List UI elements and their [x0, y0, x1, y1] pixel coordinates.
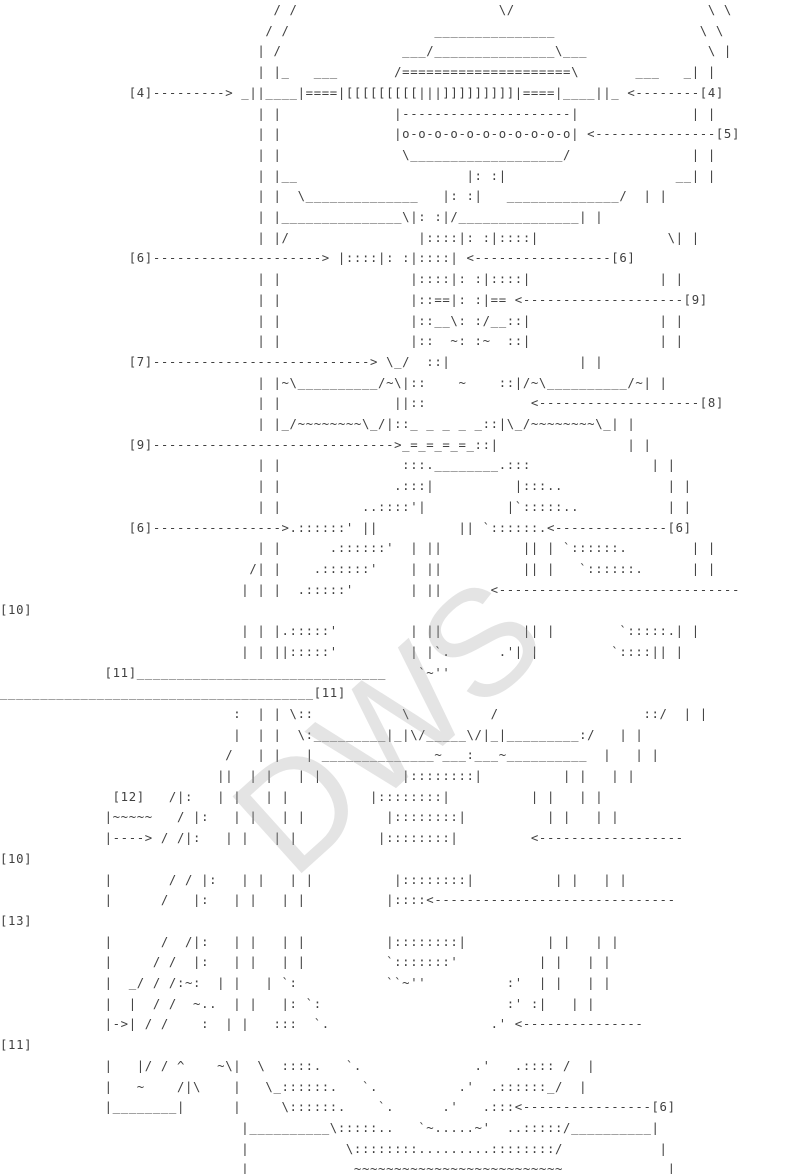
- diagram-line: / / \/ \ \: [0, 3, 732, 17]
- diagram-line: | | |::==|: :|== <--------------------[9…: [0, 292, 708, 307]
- diagram-line: || | | | | |::::::::| | | | |: [0, 769, 636, 784]
- diagram-line: [6]---------------->.::::::' || || `::::…: [0, 520, 692, 535]
- diagram-line: | |__ |: :| __| |: [0, 168, 716, 183]
- diagram-line: | | |::__\: :/__::| | |: [0, 313, 684, 328]
- diagram-line: _______________________________________[…: [0, 686, 346, 701]
- diagram-line: | | |.:::::' | || || | `:::::.| |: [0, 624, 700, 639]
- diagram-line: [13]: [0, 913, 33, 928]
- diagram-line: |->| / / : | | ::: `. .' <--------------…: [0, 1017, 644, 1032]
- diagram-line: | | / / ~.. | | |: `: :' :| | |: [0, 996, 596, 1011]
- diagram-line: | | ||:: <--------------------[8]: [0, 396, 724, 411]
- diagram-line: | |_______________\|: :|/_______________…: [0, 210, 604, 225]
- diagram-line: | | \______________ |: :| ______________…: [0, 189, 668, 204]
- diagram-line: | / |: | | | | |::::<-------------------…: [0, 893, 676, 908]
- diagram-line: | \::::::::.........::::::::/ |: [0, 1141, 668, 1156]
- diagram-line: | | :::.________.::: | |: [0, 458, 676, 473]
- diagram-line: [12] /|: | | | | |::::::::| | | | |: [0, 789, 604, 804]
- diagram-line: | | |::::|: :|::::| | |: [0, 272, 684, 287]
- diagram-line: | ~ /|\ | \_::::::. `. .' .::::::_/ |: [0, 1079, 588, 1094]
- diagram-line: [11]_______________________________ `~'': [0, 665, 451, 680]
- diagram-line: |----> / /|: | | | | |::::::::| <-------…: [0, 831, 684, 846]
- diagram-line: | |~\__________/~\|:: ~ ::|/~\__________…: [0, 375, 668, 390]
- diagram-line: |__________\:::::.. `~.....~' ..:::::/__…: [0, 1120, 660, 1135]
- diagram-line: [11]: [0, 1038, 33, 1053]
- diagram-line: [7]---------------------------> \_/ ::| …: [0, 354, 604, 369]
- diagram-line: | |_ ___ /=====================\ ___ _| …: [0, 65, 716, 80]
- diagram-line: | | |:: ~: :~ ::| | |: [0, 334, 684, 349]
- diagram-line: | | .::::::' | || || | `::::::. | |: [0, 541, 716, 556]
- diagram-line: | / / |: | | | | `:::::::' | | | |: [0, 955, 612, 970]
- diagram-line: | | | \:_________|_|\/_____\/|_|________…: [0, 727, 644, 742]
- diagram-line: / | | | ______________~___:___~_________…: [0, 748, 660, 763]
- diagram-line: | | ||:::::' | |`. .'| | `::::|| |: [0, 644, 684, 659]
- diagram-line: | | .:::| |:::.. | |: [0, 479, 692, 494]
- diagram-line: / / _______________ \ \: [0, 23, 724, 38]
- diagram-line: | ~~~~~~~~~~~~~~~~~~~~~~~~~~ |: [0, 1162, 676, 1174]
- diagram-line: [4]---------> _||____|====|[[[[[[[[[|||]…: [0, 85, 724, 100]
- diagram-line: [10]: [0, 851, 33, 866]
- diagram-line: | |/ / ^ ~\| \ ::::. `. .' .:::: / |: [0, 1058, 596, 1073]
- diagram-line: | / ___/_______________\___ \ |: [0, 44, 732, 59]
- diagram-line: | / /|: | | | | |::::::::| | | | |: [0, 934, 620, 949]
- diagram-line: | |_/~~~~~~~~\_/|::_ _ _ _ _::|\_/~~~~~~…: [0, 417, 636, 432]
- diagram-line: : | | \:: \ / ::/ | |: [0, 706, 708, 721]
- diagram-line: | | \___________________/ | |: [0, 147, 716, 162]
- diagram-line: | | | .:::::' | || <--------------------…: [0, 582, 740, 597]
- diagram-line: [6]---------------------> |::::|: :|::::…: [0, 251, 636, 266]
- diagram-line: [10]: [0, 603, 33, 618]
- diagram-line: /| | .::::::' | || || | `::::::. | |: [0, 561, 716, 576]
- diagram-line: | | |o-o-o-o-o-o-o-o-o-o-o| <-----------…: [0, 127, 740, 142]
- diagram-line: | |/ |::::|: :|::::| \| |: [0, 230, 700, 245]
- diagram-line: |________| | \::::::. `. .' .:::<-------…: [0, 1100, 676, 1115]
- diagram-line: [9]------------------------------>_=_=_=…: [0, 437, 652, 452]
- diagram-line: | | |---------------------| | |: [0, 106, 716, 121]
- diagram-line: | / / |: | | | | |::::::::| | | | |: [0, 872, 628, 887]
- diagram-line: | _/ / /:~: | | | `: ``~'' :' | | | |: [0, 976, 612, 991]
- diagram-line: |~~~~~ / |: | | | | |::::::::| | | | |: [0, 810, 620, 825]
- diagram-line: | | ..::::'| |`:::::.. | |: [0, 499, 692, 514]
